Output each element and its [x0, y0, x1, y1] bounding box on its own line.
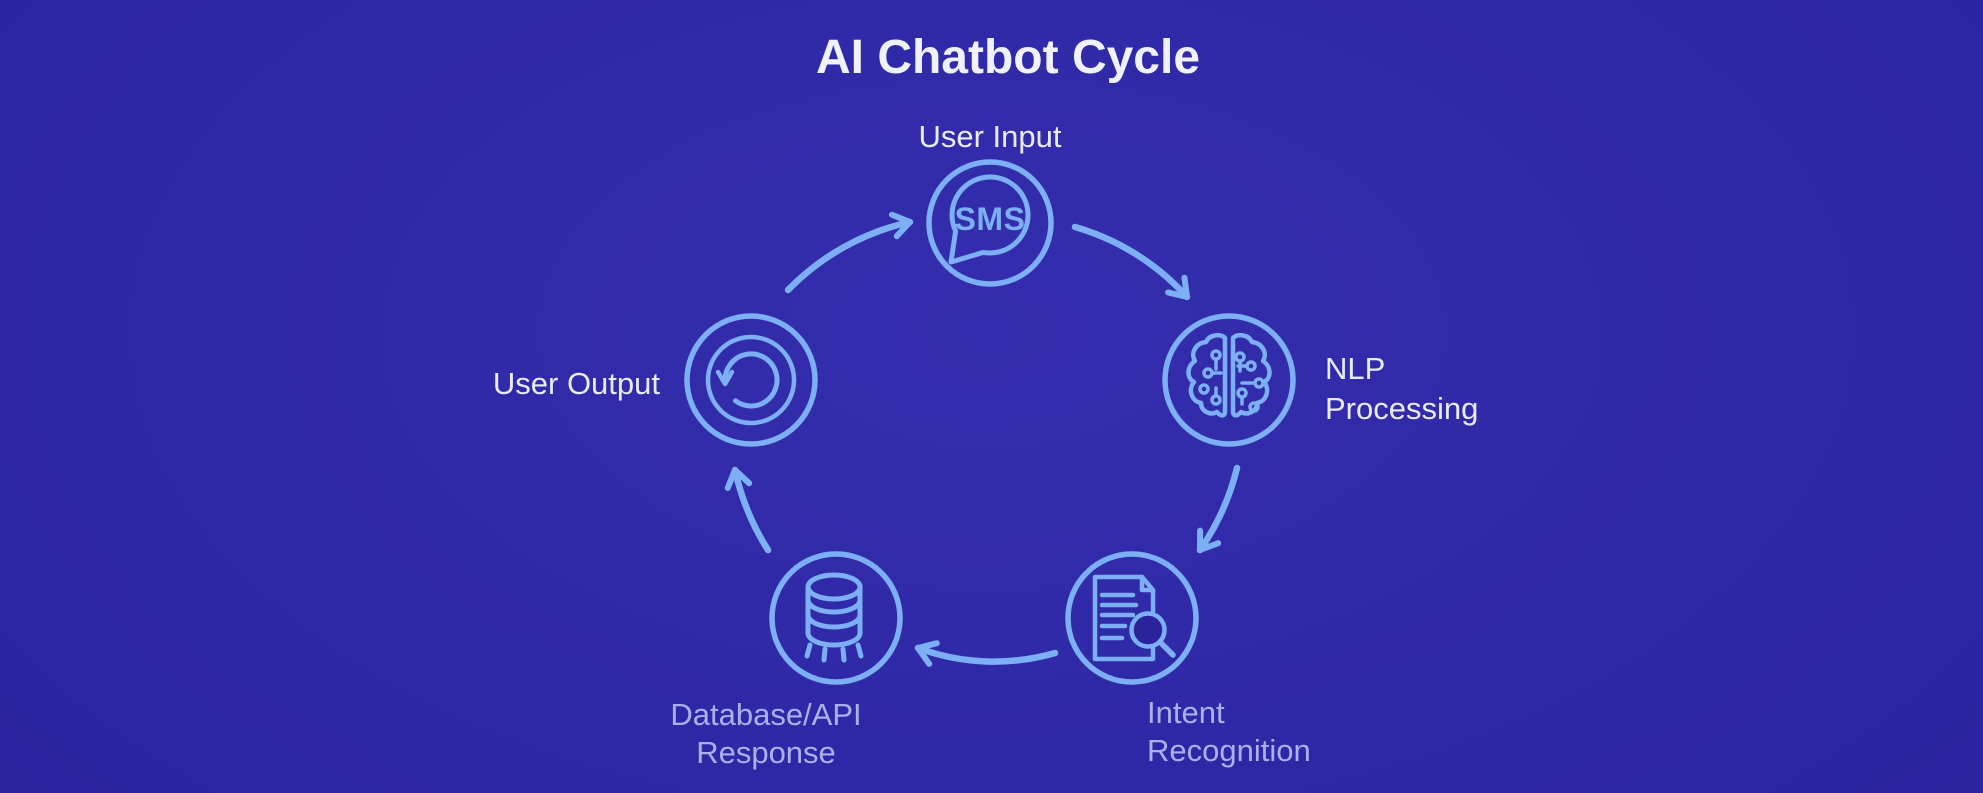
sms-icon-text: SMS — [955, 201, 1026, 237]
label-user-output: User Output — [492, 366, 660, 401]
node-user-input: SMS — [926, 159, 1054, 287]
arrow-user-output-to-user-input — [784, 211, 914, 294]
node-circle — [684, 313, 818, 447]
label-user-input: User Input — [918, 119, 1062, 154]
node-circle — [1065, 551, 1199, 685]
label-database-api-response: Database/API Response — [670, 697, 862, 770]
page-title: AI Chatbot Cycle — [815, 31, 1201, 84]
node-circle — [1162, 313, 1296, 447]
arrow-database-to-user-output — [724, 466, 772, 554]
arrow-user-input-to-nlp — [1071, 223, 1191, 301]
arrow-intent-to-database — [914, 640, 1059, 667]
refresh-cycle-icon — [705, 334, 797, 426]
label-intent-recognition: Intent Recognition — [1147, 695, 1311, 768]
arrow-nlp-to-intent — [1196, 464, 1241, 554]
node-intent-recognition — [1065, 551, 1199, 685]
document-search-icon — [1092, 574, 1176, 662]
cycle-arrows — [724, 211, 1241, 667]
node-nlp-processing — [1162, 313, 1296, 447]
node-database-api-response — [769, 551, 903, 685]
label-nlp-processing: NLP Processing — [1325, 351, 1479, 426]
node-user-output — [684, 313, 818, 447]
database-icon — [804, 572, 864, 663]
sms-chat-bubble-icon: SMS — [948, 174, 1031, 265]
node-circle — [769, 551, 903, 685]
brain-circuit-icon — [1186, 332, 1272, 418]
node-circle — [926, 159, 1054, 287]
